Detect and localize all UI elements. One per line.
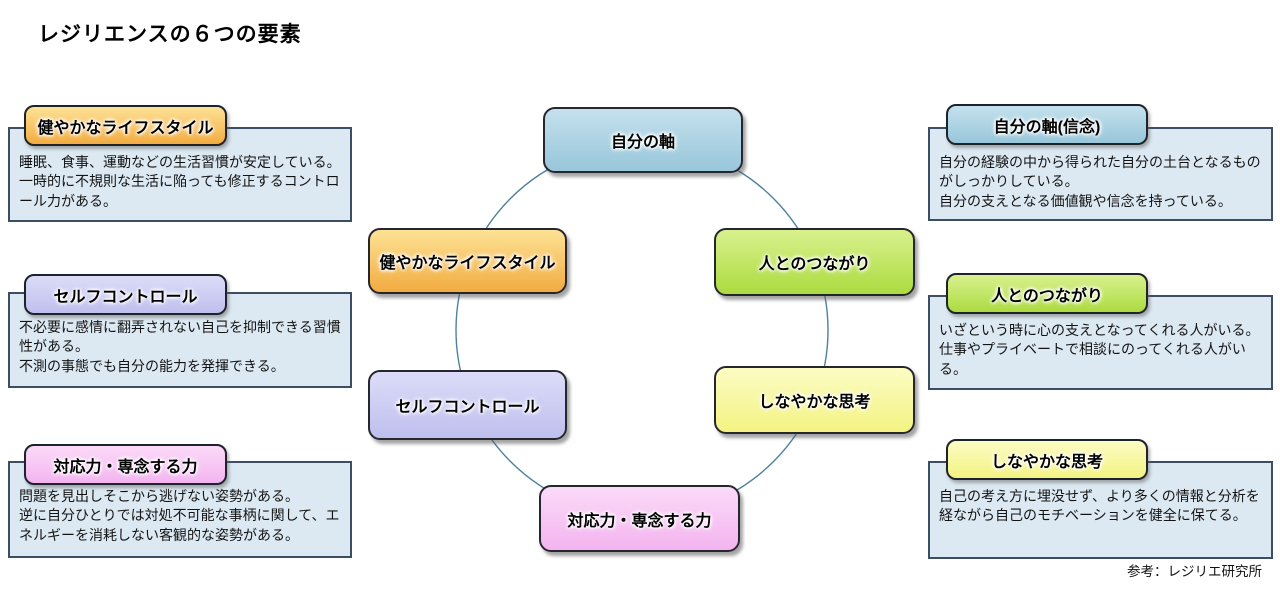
panel-label-coping-focus: 対応力・専念する力 bbox=[24, 444, 227, 485]
panel-label-connection-with-people: 人とのつながり bbox=[946, 273, 1148, 314]
panel-label-healthy-lifestyle: 健やかなライフスタイル bbox=[24, 105, 227, 146]
panel-label-self-control: セルフコントロール bbox=[24, 274, 227, 315]
page-title: レジリエンスの６つの要素 bbox=[38, 23, 302, 46]
node-flexible-thinking: しなやかな思考 bbox=[714, 366, 915, 434]
node-own-axis: 自分の軸 bbox=[543, 107, 743, 173]
node-healthy-lifestyle: 健やかなライフスタイル bbox=[368, 228, 567, 294]
node-self-control: セルフコントロール bbox=[368, 370, 567, 440]
panel-body-connection-with-people: いざという時に心の支えとなってくれる人がいる。 仕事やプライベートで相談にのって… bbox=[928, 295, 1273, 390]
reference-note: 参考：レジリエ研究所 bbox=[1127, 564, 1262, 579]
node-connection-with-people: 人とのつながり bbox=[714, 228, 915, 296]
panel-label-own-axis: 自分の軸(信念) bbox=[946, 104, 1148, 145]
panel-label-flexible-thinking: しなやかな思考 bbox=[946, 439, 1148, 480]
node-coping-focus: 対応力・専念する力 bbox=[539, 485, 740, 552]
